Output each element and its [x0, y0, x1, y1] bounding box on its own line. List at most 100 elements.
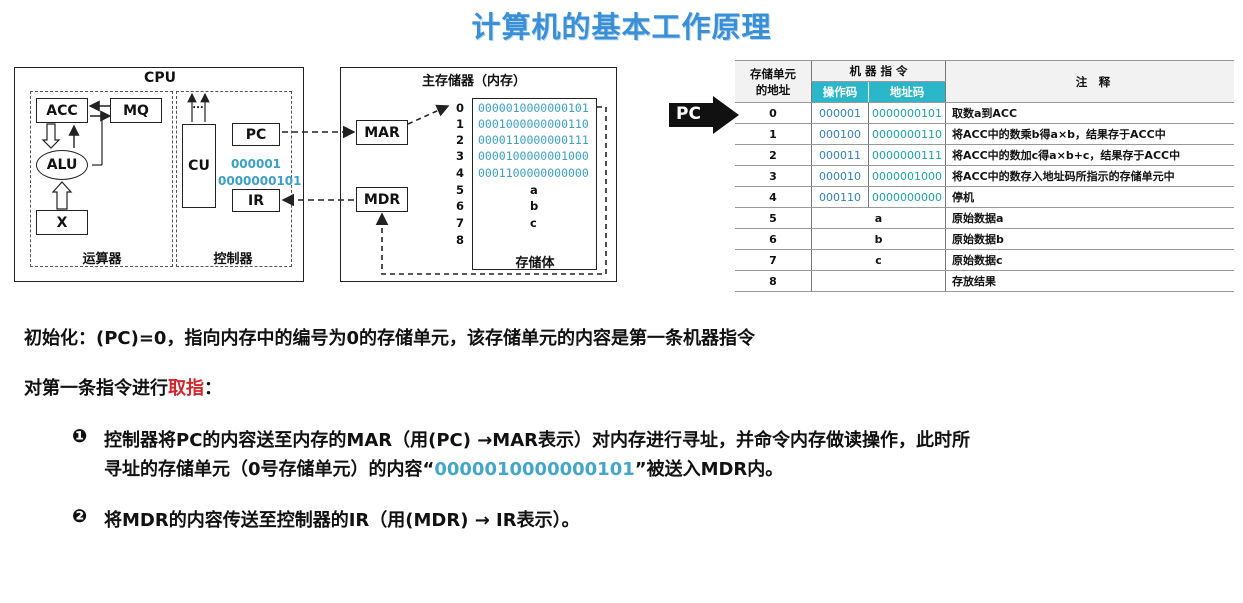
- mar-register: MAR: [356, 120, 408, 145]
- instruction-table: 存储单元 的地址 机 器 指 令 注 释 操作码 地址码 0 000001 00…: [735, 60, 1234, 292]
- row-opcode: 000001: [811, 102, 869, 124]
- fetch-highlight: 取指: [168, 378, 204, 399]
- row-address: 8: [735, 270, 812, 292]
- step1-line1: 控制器将PC的内容送至内存的MAR（用(PC) →MAR表示）对内存进行寻址，并…: [104, 430, 971, 451]
- col-addrcode-header: 地址码: [868, 81, 946, 103]
- row-addrcode: 0000000110: [868, 123, 946, 145]
- table-row: 4 000110 0000000000 停机: [735, 186, 1234, 208]
- row-note: 原始数据b: [945, 228, 1234, 250]
- page-title: 计算机的基本工作原理: [471, 10, 772, 44]
- mem-address: 1: [455, 117, 464, 131]
- pc-register: PC: [232, 123, 280, 146]
- row-note: 取数a到ACC: [945, 102, 1234, 124]
- mem-address: 4: [455, 166, 464, 180]
- pc-pointer-label: PC: [676, 104, 701, 124]
- mem-address: 2: [455, 133, 464, 147]
- cu-unit: CU: [182, 124, 216, 208]
- step2-bullet-icon: ❷: [72, 506, 88, 527]
- table-row: 7 c 原始数据c: [735, 249, 1234, 271]
- row-opcode: 000110: [811, 186, 869, 208]
- row-address: 5: [735, 207, 812, 229]
- row-opcode: 000100: [811, 123, 869, 145]
- row-addrcode: 0000000000: [868, 186, 946, 208]
- mem-address: 6: [455, 199, 464, 213]
- row-note: 停机: [945, 186, 1234, 208]
- acc-register: ACC: [36, 98, 88, 123]
- alu-unit: ALU: [36, 150, 88, 180]
- alu-group-border: [30, 91, 173, 267]
- row-note: 将ACC中的数乘b得a×b，结果存于ACC中: [945, 123, 1234, 145]
- row-address: 1: [735, 123, 812, 145]
- step1-value: 0000010000000101: [434, 459, 635, 480]
- row-address: 4: [735, 186, 812, 208]
- row-data: [811, 270, 946, 292]
- table-row: 8 存放结果: [735, 270, 1234, 292]
- table-row: 1 000100 0000000110 将ACC中的数乘b得a×b，结果存于AC…: [735, 123, 1234, 145]
- mem-value: b: [530, 199, 539, 213]
- row-note: 原始数据a: [945, 207, 1234, 229]
- fetch-prefix: 对第一条指令进行: [24, 378, 168, 399]
- alu-group-label: 运算器: [82, 252, 122, 267]
- col-address-header: 存储单元 的地址: [735, 60, 812, 103]
- row-address: 3: [735, 165, 812, 187]
- table-row: 0 000001 0000000101 取数a到ACC: [735, 102, 1234, 124]
- row-address: 2: [735, 144, 812, 166]
- row-address: 7: [735, 249, 812, 271]
- pc-pointer-arrow-icon: [669, 96, 739, 134]
- col-note-header: 注 释: [945, 60, 1234, 103]
- row-address: 6: [735, 228, 812, 250]
- row-opcode: 000011: [811, 144, 869, 166]
- col-opcode-header: 操作码: [811, 81, 869, 103]
- step1-bullet-icon: ❶: [72, 426, 88, 447]
- storage-body: [472, 98, 597, 270]
- mem-address: 5: [455, 183, 464, 197]
- mem-value: 0001100000000000: [478, 166, 589, 180]
- mem-address: 0: [455, 101, 464, 115]
- row-address: 0: [735, 102, 812, 124]
- step1-line2-post: ”被送入MDR内。: [634, 459, 784, 480]
- table-row: 6 b 原始数据b: [735, 228, 1234, 250]
- ctrl-group-border: [176, 91, 292, 267]
- step1-line2-pre: 寻址的存储单元（0号存储单元）的内容“: [104, 459, 435, 480]
- fetch-heading: 对第一条指令进行取指：: [24, 374, 222, 400]
- ctrl-group-label: 控制器: [213, 252, 253, 267]
- cu-ellipsis: ...: [192, 100, 204, 111]
- mem-value: a: [530, 183, 538, 197]
- init-text: 初始化：(PC)=0，指向内存中的编号为0的存储单元，该存储单元的内容是第一条机…: [24, 328, 755, 349]
- row-data: c: [811, 249, 946, 271]
- row-note: 原始数据c: [945, 249, 1234, 271]
- row-data: a: [811, 207, 946, 229]
- mem-address: 7: [455, 216, 464, 230]
- row-addrcode: 0000000101: [868, 102, 946, 124]
- row-addrcode: 0000001000: [868, 165, 946, 187]
- x-register: X: [36, 210, 88, 235]
- mem-value: 0001000000000110: [478, 117, 589, 131]
- step1-line2: 寻址的存储单元（0号存储单元）的内容“0000010000000101”被送入M…: [104, 455, 783, 481]
- fetch-suffix: ：: [204, 378, 222, 399]
- cu-address-value: 0000000101: [218, 174, 302, 188]
- storage-body-label: 存储体: [515, 256, 555, 271]
- cu-opcode-value: 000001: [230, 157, 282, 171]
- row-note: 将ACC中的数存入地址码所指示的存储单元中: [945, 165, 1234, 187]
- mem-value: 0000100000001000: [478, 149, 589, 163]
- cpu-label: CPU: [144, 70, 176, 86]
- row-addrcode: 0000000111: [868, 144, 946, 166]
- mem-value: c: [530, 216, 537, 230]
- table-row: 5 a 原始数据a: [735, 207, 1234, 229]
- mdr-register: MDR: [356, 187, 408, 212]
- row-data: b: [811, 228, 946, 250]
- table-row: 2 000011 0000000111 将ACC中的数加c得a×b+c，结果存于…: [735, 144, 1234, 166]
- mem-value: 0000010000000101: [478, 101, 589, 115]
- memory-label: 主存储器（内存）: [421, 74, 526, 89]
- ir-register: IR: [232, 189, 280, 212]
- step2-text: 将MDR的内容传送至控制器的IR（用(MDR) → IR表示）。: [104, 510, 580, 531]
- mem-address: 3: [455, 149, 464, 163]
- row-note: 将ACC中的数加c得a×b+c，结果存于ACC中: [945, 144, 1234, 166]
- mem-address: 8: [455, 233, 464, 247]
- col-instruction-header: 机 器 指 令: [811, 60, 946, 82]
- row-opcode: 000010: [811, 165, 869, 187]
- row-note: 存放结果: [945, 270, 1234, 292]
- mem-value: 0000110000000111: [478, 133, 589, 147]
- table-row: 3 000010 0000001000 将ACC中的数存入地址码所指示的存储单元…: [735, 165, 1234, 187]
